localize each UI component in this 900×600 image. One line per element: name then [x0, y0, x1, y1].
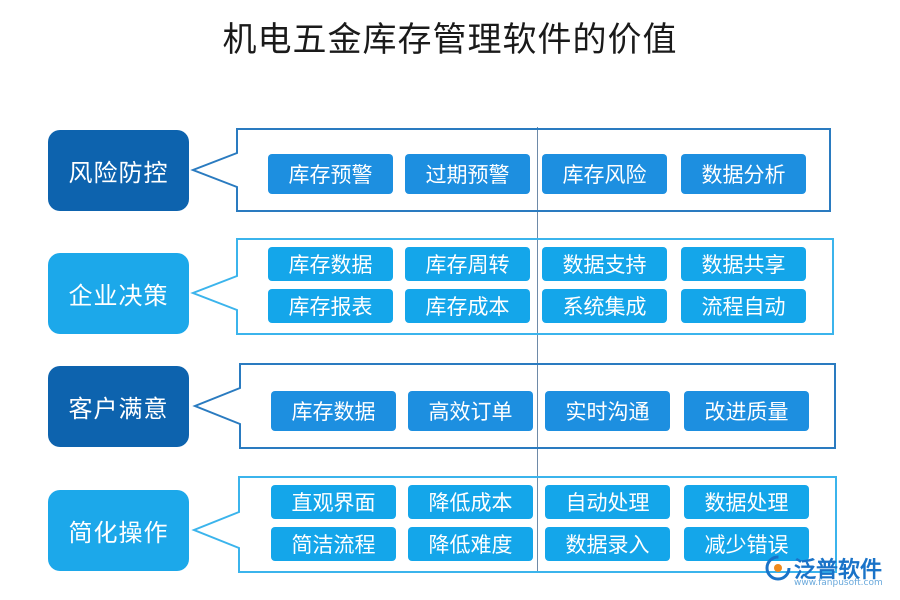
- brand-logo-icon: [765, 555, 791, 581]
- chip: 减少错误: [684, 527, 809, 561]
- callout-outline: [191, 476, 837, 573]
- chip: 数据支持: [542, 247, 667, 281]
- center-divider: [537, 127, 538, 573]
- chip: 库存数据: [271, 391, 396, 431]
- chip: 流程自动: [681, 289, 806, 323]
- chip: 库存风险: [542, 154, 667, 194]
- row-enterprise-decision: 企业决策 库存数据 库存周转 数据支持 数据共享 库存报表 库存成本 系统集成 …: [0, 238, 900, 338]
- chip: 库存预警: [268, 154, 393, 194]
- chip: 直观界面: [271, 485, 396, 519]
- chip: 数据分析: [681, 154, 806, 194]
- chip: 系统集成: [542, 289, 667, 323]
- brand-url: www.fanpusoft.com: [794, 578, 883, 588]
- chip: 库存周转: [405, 247, 530, 281]
- chip: 自动处理: [545, 485, 670, 519]
- chip: 简洁流程: [271, 527, 396, 561]
- page-title: 机电五金库存管理软件的价值: [222, 20, 678, 60]
- brand-name: 泛普软件: [794, 558, 883, 583]
- callout-outline: [190, 238, 834, 335]
- chip: 数据共享: [681, 247, 806, 281]
- callout-outline: [192, 363, 836, 449]
- chip: 库存报表: [268, 289, 393, 323]
- callout-outline: [190, 128, 831, 212]
- chip: 降低成本: [408, 485, 533, 519]
- category-customer-satisfaction: 客户满意: [48, 366, 189, 447]
- chip: 降低难度: [408, 527, 533, 561]
- category-risk-control: 风险防控: [48, 130, 189, 211]
- chip: 数据录入: [545, 527, 670, 561]
- chip: 过期预警: [405, 154, 530, 194]
- chip: 实时沟通: [545, 391, 670, 431]
- chip: 高效订单: [408, 391, 533, 431]
- chip: 数据处理: [684, 485, 809, 519]
- brand-logo: 泛普软件 www.fanpusoft.com: [764, 552, 894, 588]
- category-enterprise-decision: 企业决策: [48, 253, 189, 334]
- row-simplified-operation: 简化操作 直观界面 降低成本 自动处理 数据处理 简洁流程 降低难度 数据录入 …: [0, 476, 900, 576]
- row-risk-control: 风险防控 库存预警 过期预警 库存风险 数据分析: [0, 127, 900, 217]
- chip: 库存数据: [268, 247, 393, 281]
- chip: 库存成本: [405, 289, 530, 323]
- category-simplified-operation: 简化操作: [48, 490, 189, 571]
- row-customer-satisfaction: 客户满意 库存数据 高效订单 实时沟通 改进质量: [0, 362, 900, 454]
- chip: 改进质量: [684, 391, 809, 431]
